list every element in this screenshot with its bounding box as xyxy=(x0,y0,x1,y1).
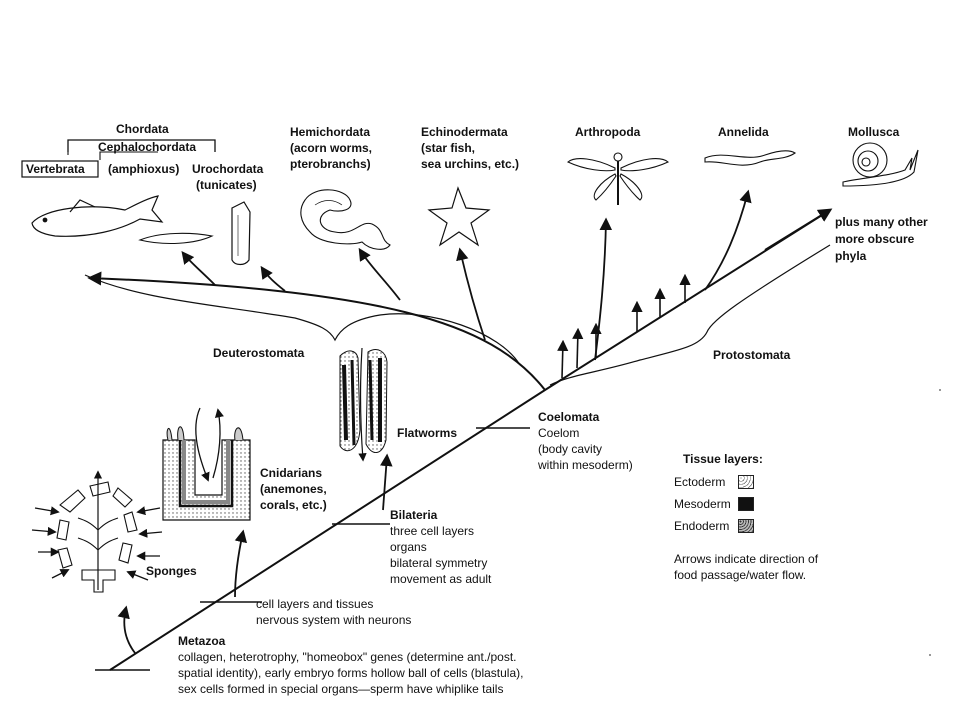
label-metazoa: Metazoa xyxy=(178,634,226,648)
label-coelomata-3: within mesoderm) xyxy=(538,458,633,472)
label-metazoa-2: spatial identity), early embryo forms ho… xyxy=(178,666,524,680)
fish-illustration xyxy=(31,195,164,237)
dragonfly-illustration xyxy=(566,152,670,205)
label-coelomata-1: Coelom xyxy=(538,426,580,440)
branch-cephalochordata xyxy=(181,251,216,286)
label-bilateria-2: organs xyxy=(390,540,427,554)
tunicate-illustration xyxy=(231,201,251,266)
label-tunicates: (tunicates) xyxy=(196,178,257,192)
label-vertebrata: Vertebrata xyxy=(26,162,85,176)
legend-mesoderm-label: Mesoderm xyxy=(674,497,731,511)
branch-urochordata xyxy=(260,265,286,292)
label-coelomata: Coelomata xyxy=(538,410,600,424)
cnidarian-illustration xyxy=(162,407,251,521)
label-cnidarians-sub2: corals, etc.) xyxy=(260,498,327,512)
label-cnidarians: Cnidarians xyxy=(260,466,323,480)
amphioxus-illustration xyxy=(138,232,214,244)
branch-cnidarians xyxy=(234,529,248,598)
legend-mesoderm-swatch xyxy=(738,497,754,511)
legend-ectoderm-label: Ectoderm xyxy=(674,475,726,489)
branch-sponges xyxy=(117,605,136,654)
label-cephalochordata: Cephalochordata xyxy=(98,140,197,154)
cephalochordata-bracket xyxy=(67,151,158,160)
branch-echinodermata xyxy=(456,247,486,341)
label-metazoa-3: sex cells formed in special organs—sperm… xyxy=(178,682,504,696)
protostomata-brace xyxy=(549,244,831,386)
label-metazoa-1: collagen, heterotrophy, "homeobox" genes… xyxy=(178,650,517,664)
label-mollusca: Mollusca xyxy=(848,125,900,139)
acorn-worm-illustration xyxy=(300,189,391,250)
label-echinodermata-sub1: (star fish, xyxy=(421,141,476,155)
label-chordata: Chordata xyxy=(116,122,169,136)
flatworm-illustration xyxy=(339,347,388,462)
branch-flatworms xyxy=(379,453,393,511)
chordata-bracket xyxy=(67,139,216,152)
label-other-phyla-3: phyla xyxy=(835,249,867,263)
label-hemichordata-sub1: (acorn worms, xyxy=(290,141,373,155)
main-trunk xyxy=(109,209,831,671)
legend-ectoderm-swatch xyxy=(738,475,754,489)
label-echinodermata: Echinodermata xyxy=(421,125,508,139)
label-bilateria-1: three cell layers xyxy=(390,524,475,538)
minor-phylum-arrow xyxy=(557,339,569,379)
snail-illustration xyxy=(842,142,919,187)
branch-annelida xyxy=(704,189,752,291)
label-bilateria-3: bilateral symmetry xyxy=(390,556,488,570)
legend-endoderm-swatch xyxy=(738,519,754,533)
label-annelida: Annelida xyxy=(718,125,769,139)
label-arthropoda: Arthropoda xyxy=(575,125,641,139)
label-echinodermata-sub2: sea urchins, etc.) xyxy=(421,157,520,171)
label-amphioxus: (amphioxus) xyxy=(108,162,180,176)
label-deuterostomata: Deuterostomata xyxy=(213,346,305,360)
legend-title: Tissue layers: xyxy=(683,452,763,466)
branch-mollusca-tip xyxy=(764,208,833,251)
label-tissues-2: nervous system with neurons xyxy=(256,613,412,627)
label-coelomata-2: (body cavity xyxy=(538,442,603,456)
label-bilateria: Bilateria xyxy=(390,508,438,522)
label-flatworms: Flatworms xyxy=(397,426,458,440)
sponge-flow-arrows xyxy=(31,506,163,581)
label-sponges: Sponges xyxy=(146,564,197,578)
legend-note-1: Arrows indicate direction of xyxy=(674,552,819,566)
legend-endoderm-label: Endoderm xyxy=(674,519,730,533)
label-hemichordata-sub2: pterobranchs) xyxy=(290,157,371,171)
branch-hemichordata xyxy=(358,247,401,301)
label-protostomata: Protostomata xyxy=(713,348,791,362)
deuterostome-branch xyxy=(87,271,546,391)
label-other-phyla-2: more obscure xyxy=(835,232,915,246)
label-tissues-1: cell layers and tissues xyxy=(256,597,374,611)
vertebrata-box xyxy=(21,160,99,178)
label-cnidarians-sub1: (anemones, xyxy=(260,482,327,496)
sponge-illustration xyxy=(56,470,138,593)
label-bilateria-4: movement as adult xyxy=(390,572,492,586)
annelid-illustration xyxy=(704,150,797,166)
label-other-phyla-1: plus many other xyxy=(835,215,928,229)
minor-phylum-arrow xyxy=(572,327,584,369)
label-hemichordata: Hemichordata xyxy=(290,125,371,139)
starfish-illustration xyxy=(427,186,491,247)
deuterostomata-brace xyxy=(84,274,521,366)
legend-note-2: food passage/water flow. xyxy=(674,568,807,582)
label-urochordata: Urochordata xyxy=(192,162,264,176)
